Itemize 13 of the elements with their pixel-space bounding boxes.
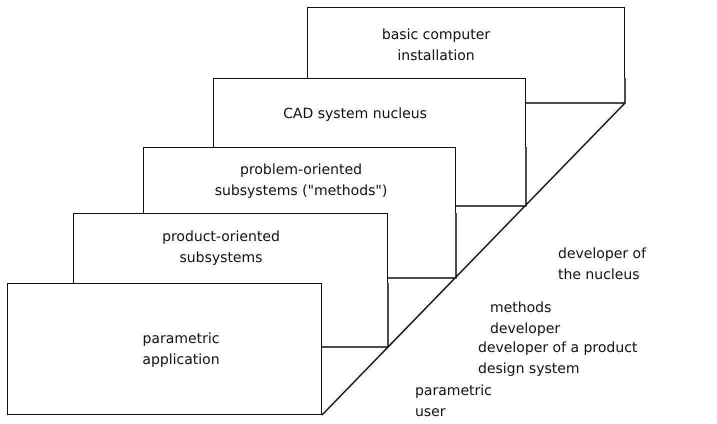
layer-panel [73, 213, 388, 283]
layer-label: parametric application [141, 330, 221, 370]
layer-label: product-oriented subsystems [161, 228, 281, 268]
role-label: developer of the nucleus [558, 245, 648, 285]
role-label: parametric user [415, 382, 493, 422]
layer-label: CAD system nucleus [282, 105, 428, 124]
layer-label: problem-oriented subsystems ("methods") [214, 161, 388, 201]
layer-panel [307, 7, 625, 78]
layer-panel [143, 147, 456, 213]
role-label: developer of a product design system [478, 339, 638, 379]
layer-label: basic computer installation [380, 26, 492, 66]
layer-panel [213, 78, 526, 147]
layer-panel [7, 283, 322, 415]
